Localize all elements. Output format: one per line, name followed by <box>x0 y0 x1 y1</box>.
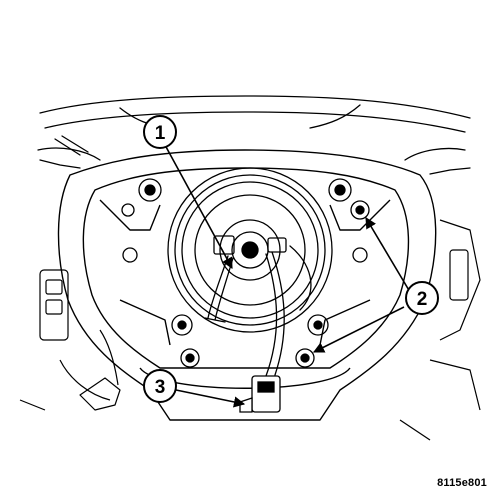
airbag-retaining-fasteners <box>180 200 370 368</box>
airbag-connector <box>239 375 281 413</box>
right-side-components <box>399 219 481 441</box>
leader-lines <box>164 144 411 408</box>
leader-line-3 <box>175 389 246 408</box>
callout-3-label: 3 <box>155 377 166 398</box>
mounting-bosses <box>121 178 368 336</box>
steering-wheel-hub <box>57 149 437 421</box>
leader-line-1 <box>164 144 233 269</box>
callout-2: 2 <box>405 281 439 315</box>
callout-1: 1 <box>143 115 177 149</box>
clockspring-assembly <box>167 167 333 333</box>
left-side-components <box>19 269 121 411</box>
callout-2-label: 2 <box>417 289 428 310</box>
steering-wheel-rim <box>37 95 471 175</box>
leader-line-2b <box>312 306 405 353</box>
callout-1-label: 1 <box>155 123 166 144</box>
leader-line-2a <box>365 217 411 293</box>
figure-id: 8115e801 <box>437 477 487 489</box>
callout-3: 3 <box>143 369 177 403</box>
